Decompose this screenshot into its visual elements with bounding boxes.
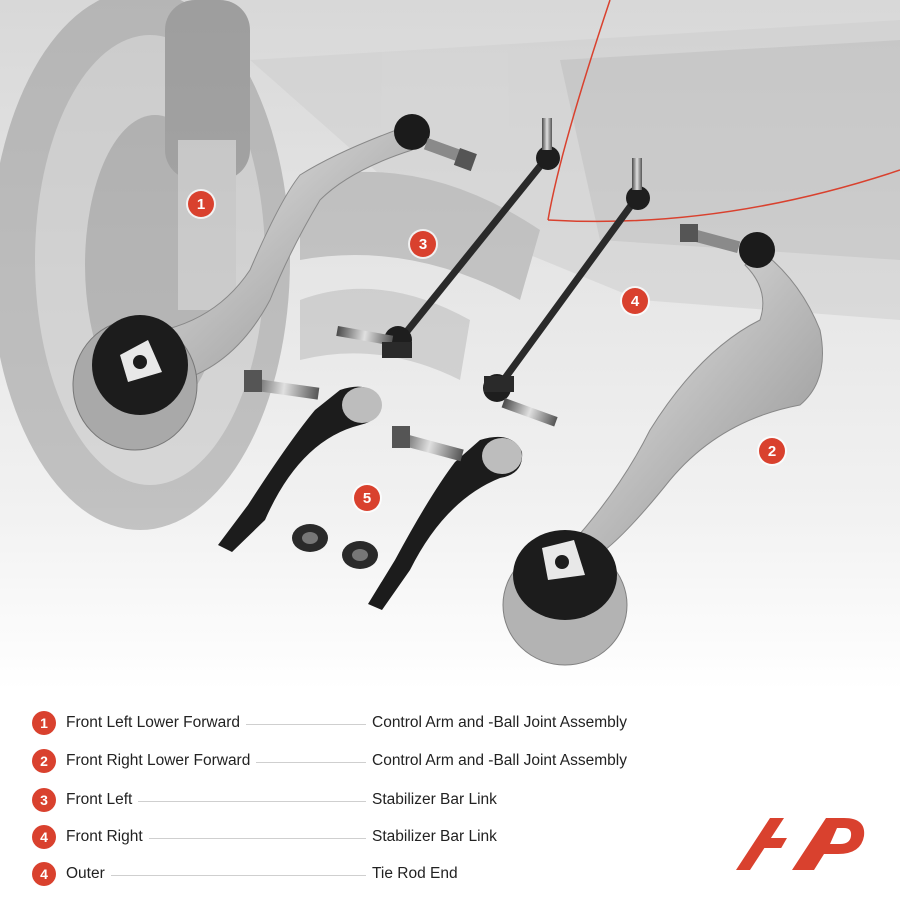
control-arm-right bbox=[502, 224, 823, 666]
legend-row: 1 Front Left Lower Forward Control Arm a… bbox=[32, 710, 672, 736]
legend-part-name: Front Right Lower Forward bbox=[66, 752, 251, 769]
legend-row: 4 Front Right Stabilizer Bar Link bbox=[32, 824, 672, 850]
red-outline-bottom bbox=[547, 169, 900, 223]
bushing-washers bbox=[292, 524, 378, 569]
legend-part-description: Stabilizer Bar Link bbox=[372, 791, 497, 808]
callout-1: 1 bbox=[188, 191, 214, 217]
callout-3: 3 bbox=[410, 231, 436, 257]
legend-part-description: Control Arm and -Ball Joint Assembly bbox=[372, 752, 627, 769]
legend-part-description: Stabilizer Bar Link bbox=[372, 828, 497, 845]
leader-line bbox=[148, 837, 366, 839]
product-scene: 1 2 3 4 5 bbox=[0, 0, 900, 690]
legend-part-name: Front Left Lower Forward bbox=[66, 714, 241, 731]
legend-part-description: Control Arm and -Ball Joint Assembly bbox=[372, 714, 627, 731]
legend-number-badge: 2 bbox=[32, 749, 56, 773]
tie-rod-end-left bbox=[218, 370, 382, 552]
tie-rod-end-right bbox=[368, 426, 523, 610]
legend-number-badge: 3 bbox=[32, 788, 56, 812]
stabilizer-link-left bbox=[336, 118, 560, 358]
brand-logo-icon bbox=[734, 812, 868, 876]
control-arm-left bbox=[72, 114, 477, 451]
legend-part-name: Outer bbox=[66, 865, 105, 882]
legend-part-name: Front Left bbox=[66, 791, 133, 808]
suspension-parts-illustration bbox=[0, 0, 900, 690]
legend-number-badge: 1 bbox=[32, 711, 56, 735]
legend-number-badge: 4 bbox=[32, 825, 56, 849]
leader-line bbox=[256, 761, 366, 763]
legend-row: 2 Front Right Lower Forward Control Arm … bbox=[32, 748, 672, 774]
callout-4: 4 bbox=[622, 288, 648, 314]
stabilizer-link-right bbox=[483, 158, 650, 427]
legend-number-badge: 4 bbox=[32, 862, 56, 886]
legend-part-name: Front Right bbox=[66, 828, 143, 845]
red-outline-left bbox=[547, 0, 611, 221]
callout-5: 5 bbox=[354, 485, 380, 511]
legend-part-description: Tie Rod End bbox=[372, 865, 458, 882]
leader-line bbox=[138, 800, 366, 802]
legend-row: 4 Outer Tie Rod End bbox=[32, 861, 672, 887]
leader-line bbox=[246, 723, 366, 725]
leader-line bbox=[110, 874, 366, 876]
brand-logo-mark bbox=[736, 818, 865, 870]
callout-2: 2 bbox=[759, 438, 785, 464]
legend-row: 3 Front Left Stabilizer Bar Link bbox=[32, 787, 672, 813]
